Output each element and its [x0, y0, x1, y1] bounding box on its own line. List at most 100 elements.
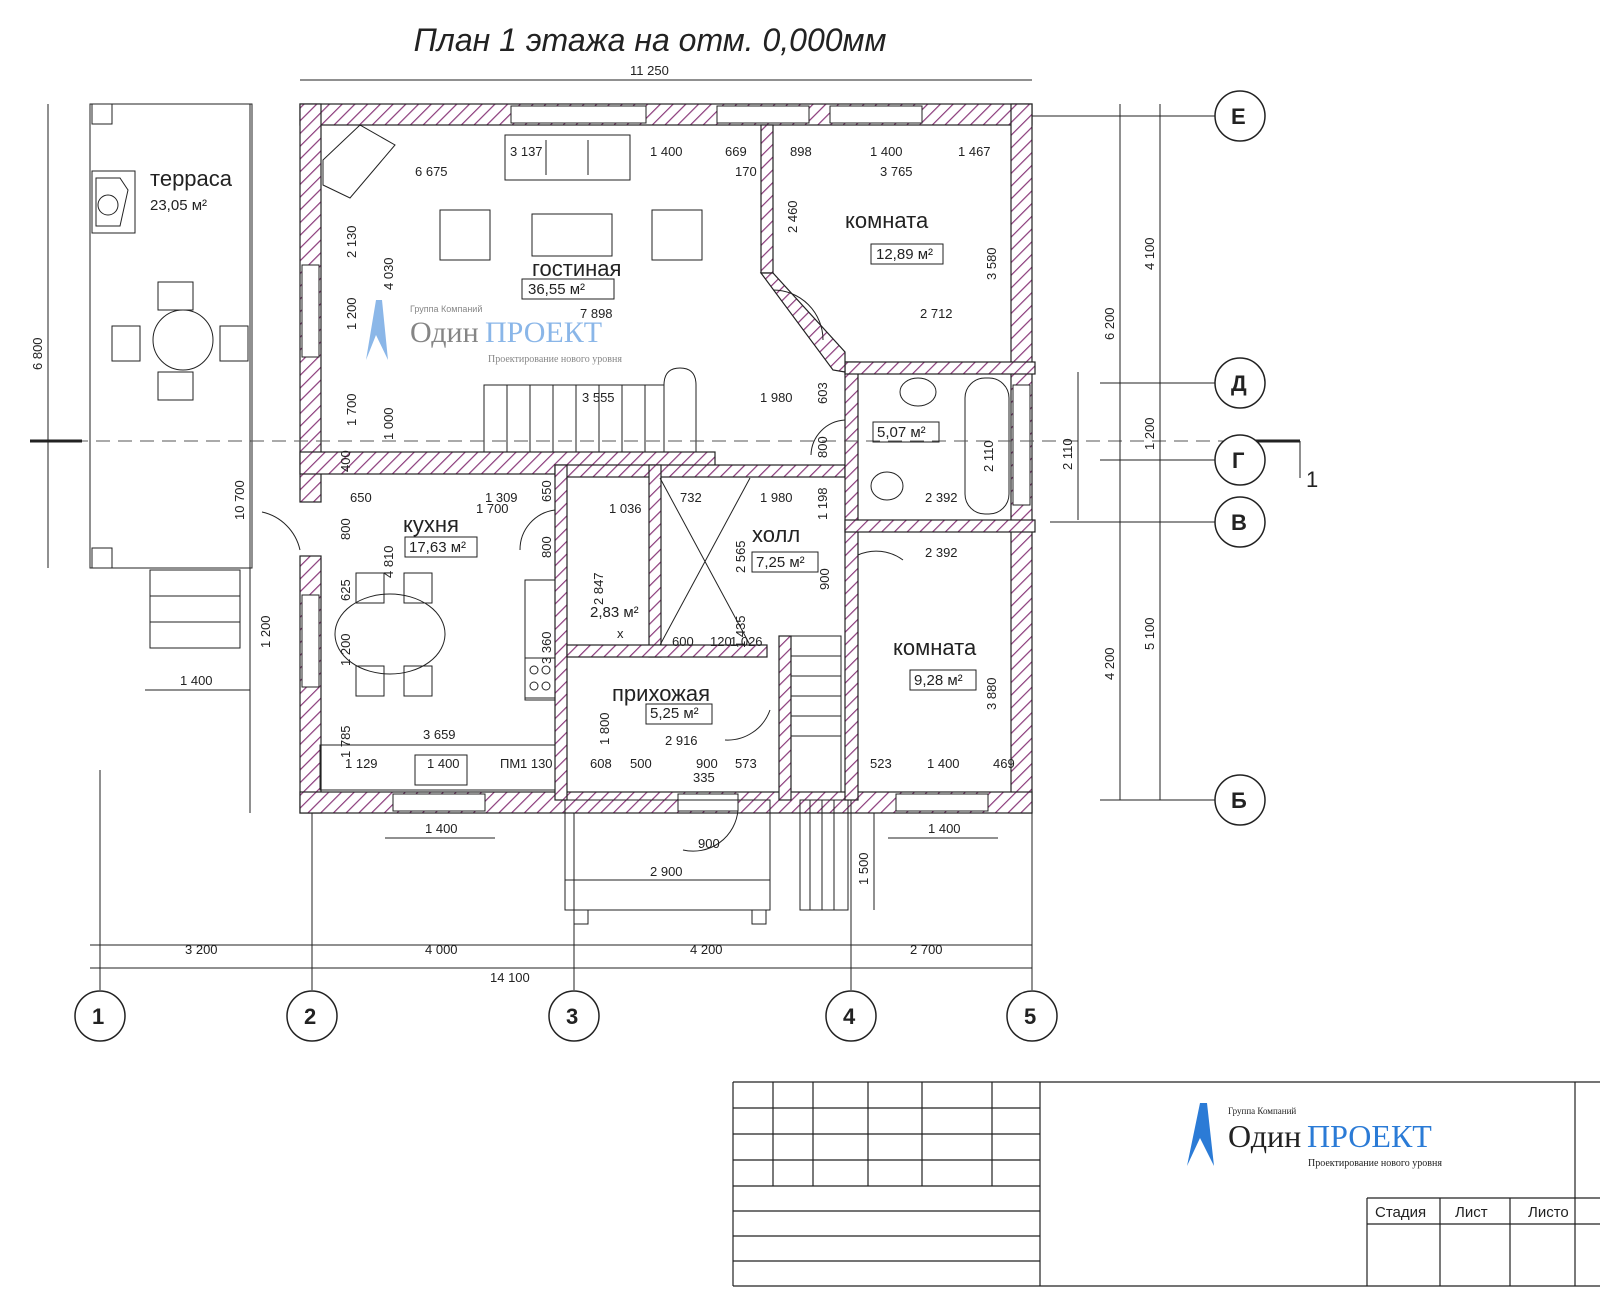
- wall-stair-right: [778, 635, 792, 801]
- watermark-name-b: ПРОЕКТ: [485, 316, 602, 349]
- wall-h-entry: [566, 644, 768, 658]
- title-block-text: Стадия Лист Листо: [1375, 1204, 1569, 1221]
- dim-left-1: 6 800: [30, 337, 45, 370]
- axis-rows: [1214, 90, 1266, 826]
- stamp-logo-group: Группа Компаний: [1228, 1106, 1296, 1116]
- dim-interior-33: 2 392: [925, 545, 958, 560]
- dim-interior-30: 1 980: [760, 490, 793, 505]
- dim-overall-bottom: 14 100: [490, 970, 530, 985]
- axis-col-5: 5: [1024, 1004, 1036, 1029]
- stamp-logo-name-b: ПРОЕКТ: [1307, 1118, 1432, 1154]
- dim-interior-7: 1 467: [958, 144, 991, 159]
- axis-col-4: 4: [843, 1004, 856, 1029]
- section-mark: 1: [1306, 467, 1318, 492]
- dim-right-2: 1 200: [1142, 417, 1157, 450]
- dim-interior-59: 335: [693, 770, 715, 785]
- dimension-lines: [47, 79, 1218, 990]
- dim-interior-60: 523: [870, 756, 892, 771]
- room-name-bedroom1: комната: [845, 208, 929, 233]
- dim-porch-depth: 1 500: [856, 852, 871, 885]
- dim-interior-2: 1 400: [650, 144, 683, 159]
- dim-interior-40: 625: [338, 579, 353, 601]
- wall-room-vertical: [760, 124, 774, 274]
- room-area-living: 36,55 м²: [528, 281, 585, 298]
- dim-interior-5: 898: [790, 144, 812, 159]
- dim-interior-38: 2 565: [733, 540, 748, 573]
- dim-interior-63: х: [617, 626, 624, 641]
- axis-row-v: В: [1231, 510, 1247, 535]
- dim-interior-35: 4 810: [381, 545, 396, 578]
- windows: [301, 105, 1031, 812]
- dim-interior-9: 2 130: [344, 225, 359, 258]
- dim-interior-15: 2 712: [920, 306, 953, 321]
- dim-interior-39: 900: [817, 568, 832, 590]
- dim-interior-41: 1 200: [338, 633, 353, 666]
- room-name-terrace: терраса: [150, 166, 233, 191]
- axis-row-b: Б: [1231, 788, 1247, 813]
- axis-labels: 1 2 3 4 5 Е Д Г В Б 1: [92, 104, 1318, 1029]
- dim-right-1: 4 100: [1142, 237, 1157, 270]
- dim-interior-26: 650: [539, 480, 554, 502]
- stamp-logo-name-a: Один: [1228, 1118, 1301, 1154]
- dim-interior-57: 900: [696, 756, 718, 771]
- wall-h-hall: [554, 464, 846, 478]
- dim-interior-24: 650: [350, 490, 372, 505]
- dim-interior-3: 669: [725, 144, 747, 159]
- room-labels: терраса 23,05 м² гостиная 36,55 м² комна…: [150, 166, 977, 725]
- wall-storage-right: [648, 464, 662, 658]
- dim-interior-58: 573: [735, 756, 757, 771]
- axis-row-g: Г: [1232, 448, 1245, 473]
- dim-interior-0: 6 675: [415, 164, 448, 179]
- dim-interior-47: 3 880: [984, 677, 999, 710]
- dim-porch-door: 900: [698, 836, 720, 851]
- dim-interior-37: 2 847: [591, 572, 606, 605]
- dim-left-2: 10 700: [232, 480, 247, 520]
- dim-interior-50: 1 785: [338, 725, 353, 758]
- dim-span-1: 3 200: [185, 942, 218, 957]
- terrace: [89, 103, 253, 649]
- dim-window-bottom-2: 1 400: [928, 821, 961, 836]
- wall-h-bath-bottom: [844, 519, 1036, 533]
- furniture: [319, 124, 1010, 925]
- dim-interior-25: 1 309: [485, 490, 518, 505]
- stamp-col-sheet: Лист: [1455, 1204, 1488, 1221]
- room-area-bath: 5,07 м²: [877, 424, 926, 441]
- room-area-kitchen: 17,63 м²: [409, 539, 466, 556]
- dim-interior-56: 500: [630, 756, 652, 771]
- dim-interior-46: 1 026: [730, 634, 763, 649]
- dim-interior-14: 7 898: [580, 306, 613, 321]
- room-name-entry: прихожая: [612, 681, 710, 706]
- dim-interior-12: 3 580: [984, 247, 999, 280]
- room-name-kitchen: кухня: [403, 512, 459, 537]
- dim-interior-22: 2 110: [981, 440, 996, 472]
- dim-interior-53: 1 400: [427, 756, 460, 771]
- dim-porch-width: 2 900: [650, 864, 683, 879]
- dim-interior-21: 800: [815, 436, 830, 458]
- room-area-bedroom2: 9,28 м²: [914, 672, 963, 689]
- dim-interior-27: 1 700: [476, 501, 509, 516]
- stamp-logo-slogan: Проектирование нового уровня: [1308, 1158, 1442, 1169]
- dim-interior-34: 800: [338, 518, 353, 540]
- axis-col-1: 1: [92, 1004, 104, 1029]
- dim-interior-48: 1 800: [597, 712, 612, 745]
- title-block: [732, 1081, 1600, 1287]
- axis-row-d: Д: [1231, 371, 1247, 396]
- room-name-bedroom2: комната: [893, 635, 977, 660]
- dim-right-mid-2: 4 200: [1102, 647, 1117, 680]
- watermark-name-a: Один: [410, 316, 479, 349]
- dim-interior-11: 2 460: [785, 200, 800, 233]
- dim-span-2: 4 000: [425, 942, 458, 957]
- room-area-bedroom1: 12,89 м²: [876, 246, 933, 263]
- dim-right-mid-1: 6 200: [1102, 307, 1117, 340]
- wall-kitchen-right: [554, 464, 568, 801]
- watermark-group: Группа Компаний: [410, 304, 482, 314]
- dim-interior-42: 3 360: [539, 631, 554, 664]
- dim-interior-32: 2 392: [925, 490, 958, 505]
- axis-col-3: 3: [566, 1004, 578, 1029]
- dim-interior-62: 469: [993, 756, 1015, 771]
- dim-interior-20: 603: [815, 382, 830, 404]
- dim-interior-52: 1 129: [345, 756, 378, 771]
- dim-interior-23: 400: [338, 450, 353, 472]
- room-area-entry: 5,25 м²: [650, 705, 699, 722]
- axis-columns: [74, 990, 1058, 1042]
